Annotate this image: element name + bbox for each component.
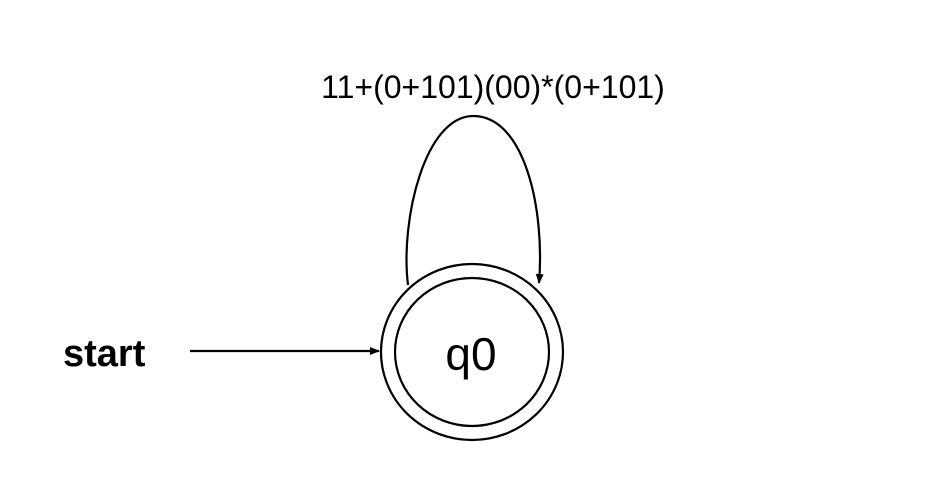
start-label: start [63, 333, 146, 375]
state-q0: q0 [379, 262, 565, 442]
state-label: q0 [445, 328, 496, 380]
state-inner-circle [393, 276, 551, 428]
state-outer-circle [379, 262, 565, 442]
self-loop-label: 11+(0+101)(00)*(0+101) [321, 69, 665, 105]
self-loop-arrow [405, 114, 544, 286]
